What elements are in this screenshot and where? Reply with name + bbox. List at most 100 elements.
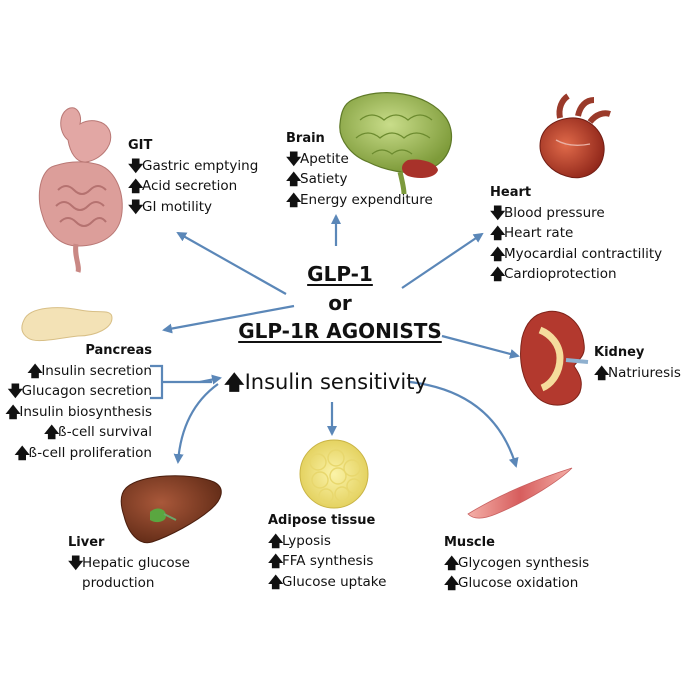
git-effect-item: 🡇Gastric emptying xyxy=(128,156,258,177)
muscle-effect-label: Glycogen synthesis xyxy=(458,554,590,571)
arrow-down-icon: 🡇 xyxy=(490,203,506,222)
arrow-up-icon: 🡅 xyxy=(268,552,284,571)
arrow-up-icon: 🡅 xyxy=(27,361,43,380)
adipose-effect-item: 🡅FFA synthesis xyxy=(268,552,386,573)
git-effects: GIT 🡇Gastric emptying🡅Acid secretion🡇GI … xyxy=(128,139,258,218)
brain-effect-item: 🡅Satiety xyxy=(286,170,433,191)
pancreas-effect-item: 🡅ß-cell survival xyxy=(0,423,152,444)
arrow-down-icon: 🡇 xyxy=(68,553,84,572)
arrow-up-icon: 🡅 xyxy=(594,363,610,382)
heart-effect-item: 🡅Heart rate xyxy=(490,224,662,245)
git-effect-item: 🡇GI motility xyxy=(128,197,258,218)
arrow-to-liver xyxy=(173,383,219,464)
arrow-to-git xyxy=(176,232,287,295)
center-or: or xyxy=(328,291,352,315)
liver-effect-label: Hepatic glucose xyxy=(82,554,190,571)
arrow-to-kidney xyxy=(441,334,520,359)
center-label: GLP-1 or GLP-1R AGONISTS xyxy=(230,262,450,345)
pancreas-effect-label: Glucagon secretion xyxy=(21,383,152,399)
brain-effect-label: Apetite xyxy=(300,150,349,167)
kidney-effect-label: Natriuresis xyxy=(608,364,681,381)
arrows xyxy=(150,214,520,468)
adipose-effects: Adipose tissue 🡅Lyposis🡅FFA synthesis🡅Gl… xyxy=(268,514,386,593)
liver-effect-item: production xyxy=(68,574,190,595)
arrow-up-icon: 🡅 xyxy=(268,572,284,591)
brain-effects: Brain 🡇Apetite🡅Satiety🡅Energy expenditur… xyxy=(286,132,433,211)
adipose-effect-label: Lyposis xyxy=(282,532,331,549)
heart-effects: Heart 🡇Blood pressure🡅Heart rate🡅Myocard… xyxy=(490,186,662,285)
arrow-up-icon: 🡅 xyxy=(5,402,21,421)
muscle-effects: Muscle 🡅Glycogen synthesis🡅Glucose oxida… xyxy=(444,536,589,594)
heart-effect-label: Myocardial contractility xyxy=(504,245,663,262)
heart-effect-item: 🡅Myocardial contractility xyxy=(490,244,662,265)
arrow-down-icon: 🡇 xyxy=(7,382,24,401)
arrow-up-icon: 🡅 xyxy=(268,531,284,550)
center-subtitle: GLP-1R AGONISTS xyxy=(238,319,442,343)
pancreas-effect-label: Insulin biosynthesis xyxy=(19,403,152,420)
arrow-to-pancreas xyxy=(162,304,295,334)
liver-illustration xyxy=(120,475,222,544)
arrow-up-icon: 🡅 xyxy=(444,574,460,593)
heart-illustration xyxy=(539,93,611,179)
pancreas-effect-label: Insulin secretion xyxy=(41,362,152,379)
heart-effect-item: 🡇Blood pressure xyxy=(490,203,662,224)
muscle-effect-item: 🡅Glycogen synthesis xyxy=(444,553,589,574)
git-illustration xyxy=(38,107,123,273)
git-effect-label: Acid secretion xyxy=(142,178,238,194)
adipose-title: Adipose tissue xyxy=(268,513,376,528)
arrow-down-icon: 🡇 xyxy=(286,149,302,168)
arrow-up-icon: 🡅 xyxy=(43,423,60,442)
arrow-down-icon: 🡇 xyxy=(128,156,144,175)
heart-effect-label: Heart rate xyxy=(504,225,574,241)
kidney-effect-item: 🡅Natriuresis xyxy=(594,363,681,384)
adipose-effect-item: 🡅Lyposis xyxy=(268,531,386,552)
arrow-up-icon: 🡅 xyxy=(286,190,302,209)
muscle-effect-item: 🡅Glucose oxidation xyxy=(444,574,589,595)
git-title: GIT xyxy=(128,138,153,153)
arrow-up-icon: 🡅 xyxy=(286,170,302,189)
pancreas-effect-item: 🡅Insulin biosynthesis xyxy=(0,402,152,423)
liver-effect-item: 🡇Hepatic glucose xyxy=(68,553,190,574)
arrow-up-icon: 🡅 xyxy=(14,443,30,462)
brain-title: Brain xyxy=(286,131,325,146)
git-effect-item: 🡅Acid secretion xyxy=(128,177,258,198)
adipose-effect-label: FFA synthesis xyxy=(282,553,374,569)
pancreas-title: Pancreas xyxy=(85,343,152,358)
pancreas-effect-label: ß-cell proliferation xyxy=(28,444,152,461)
brain-illustration xyxy=(339,92,453,195)
muscle-title: Muscle xyxy=(444,535,495,550)
brain-effect-label: Satiety xyxy=(300,171,348,187)
kidney-effects: Kidney 🡅Natriuresis xyxy=(594,346,681,384)
liver-effect-label: production xyxy=(82,575,155,591)
heart-effect-item: 🡅Cardioprotection xyxy=(490,265,662,286)
heart-title: Heart xyxy=(490,185,532,200)
heart-effect-label: Cardioprotection xyxy=(504,266,617,282)
pancreas-effect-item: 🡅Insulin secretion xyxy=(0,361,152,382)
arrow-to-heart xyxy=(401,232,484,289)
arrow-up-icon: 🡅 xyxy=(444,553,460,572)
git-effect-label: GI motility xyxy=(142,198,212,215)
muscle-illustration xyxy=(467,467,573,519)
heart-effect-label: Blood pressure xyxy=(504,204,605,221)
brain-effect-item: 🡇Apetite xyxy=(286,149,433,170)
arrow-up-icon: 🡅 xyxy=(490,224,506,243)
arrow-down-icon: 🡇 xyxy=(128,197,144,216)
insulin-sensitivity: 🡅Insulin sensitivity xyxy=(224,372,427,393)
pancreas-effects: Pancreas 🡅Insulin secretion🡇Glucagon sec… xyxy=(0,344,152,464)
pancreas-effect-item: 🡅ß-cell proliferation xyxy=(0,443,152,464)
brain-effect-item: 🡅Energy expenditure xyxy=(286,190,433,211)
adipose-effect-item: 🡅Glucose uptake xyxy=(268,572,386,593)
kidney-title: Kidney xyxy=(594,345,645,360)
pancreas-effect-label: ß-cell survival xyxy=(57,424,152,440)
kidney-illustration xyxy=(520,310,589,406)
arrow-bracket-to-insulin xyxy=(199,374,222,385)
arrow-up-icon: 🡅 xyxy=(490,265,506,284)
center-title: GLP-1 xyxy=(307,262,373,286)
git-effect-label: Gastric emptying xyxy=(142,157,259,174)
muscle-effect-label: Glucose oxidation xyxy=(458,575,579,591)
liver-title: Liver xyxy=(68,535,105,550)
adipose-effect-label: Glucose uptake xyxy=(282,573,387,590)
